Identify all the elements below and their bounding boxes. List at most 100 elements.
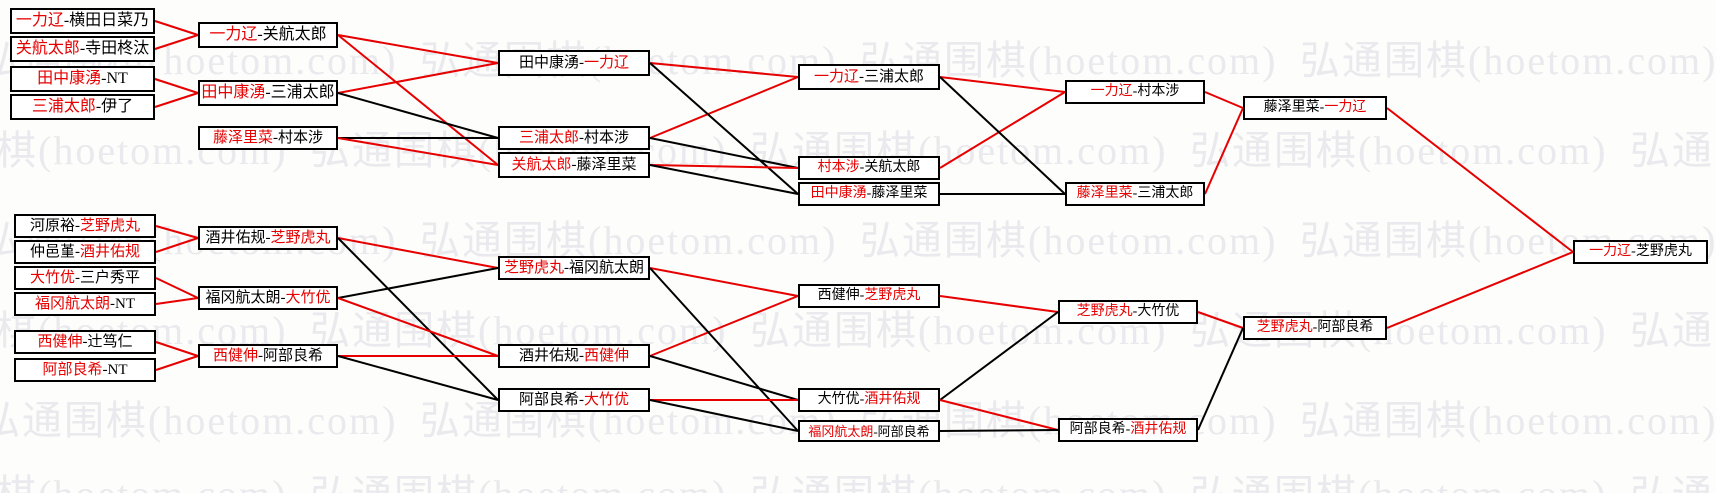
match-label: 芝野虎丸-大竹优: [1077, 305, 1180, 319]
player-separator: -: [1132, 186, 1138, 201]
watermark-text: 弘通围棋(hoetom.com): [1300, 38, 1716, 83]
match-node[interactable]: 酒井佑规-芝野虎丸: [198, 226, 338, 250]
player-winner: 福冈航太朗: [34, 295, 110, 312]
match-node[interactable]: 一力辽-关航太郎: [198, 22, 338, 48]
match-label: 一力辽-横田日菜乃: [16, 13, 149, 29]
player-separator: -: [579, 347, 584, 364]
match-node[interactable]: 芝野虎丸-福冈航太朗: [498, 256, 650, 280]
match-node[interactable]: 村本涉-关航太郎: [798, 156, 940, 180]
match-label: 田中康湧-NT: [37, 71, 128, 87]
match-node[interactable]: 田中康湧-一力辽: [498, 50, 650, 76]
player-winner: 酒井佑规: [864, 392, 921, 407]
match-node[interactable]: 福冈航太朗-大竹优: [198, 286, 338, 310]
match-node[interactable]: 藤泽里菜-村本涉: [198, 126, 338, 150]
match-node[interactable]: 河原裕-芝野虎丸: [14, 214, 156, 238]
player-separator: -: [1132, 84, 1138, 99]
player-separator: -: [571, 156, 577, 173]
watermark-text: 弘通围棋(hoetom.com): [0, 398, 398, 443]
match-node[interactable]: 酒井佑规-西健伸: [498, 344, 650, 368]
connector-line: [154, 34, 199, 50]
match-node[interactable]: 田中康湧-NT: [10, 66, 155, 92]
match-node[interactable]: 福冈航太朗-NT: [14, 292, 156, 316]
player-separator: -: [95, 98, 102, 115]
player-winner: 大竹优: [285, 289, 331, 306]
match-node[interactable]: 三浦太郎-村本涉: [498, 126, 650, 150]
connector-line: [939, 311, 1059, 401]
player-winner: 一力辽: [1090, 84, 1133, 99]
match-node[interactable]: 阿部良希-NT: [14, 358, 156, 382]
match-node[interactable]: 一力辽-芝野虎丸: [1573, 240, 1708, 264]
player-winner: 村本涉: [817, 160, 860, 175]
player-separator: -: [79, 40, 86, 57]
player-winner: 阿部良希: [42, 361, 103, 378]
player-loser: NT: [115, 295, 135, 312]
player-separator: -: [75, 243, 80, 260]
match-node[interactable]: 一力辽-三浦太郎: [798, 64, 940, 90]
player-winner: 西健伸: [584, 347, 630, 364]
match-label: 三浦太郎-伊了: [32, 99, 133, 115]
match-node[interactable]: 仲邑堇-酒井佑规: [14, 240, 156, 264]
match-label: 西健伸-阿部良希: [213, 348, 323, 364]
player-loser: 村本涉: [278, 129, 324, 146]
player-loser: 阿部良希: [1069, 422, 1126, 437]
match-label: 仲邑堇-酒井佑规: [30, 243, 140, 260]
connector-line: [337, 355, 499, 401]
player-separator: -: [873, 423, 878, 439]
connector-line: [939, 76, 1066, 195]
match-node[interactable]: 西健伸-阿部良希: [198, 344, 338, 368]
match-label: 福冈航太朗-大竹优: [205, 289, 331, 306]
match-node[interactable]: 芝野虎丸-阿部良希: [1243, 316, 1387, 340]
player-winner: 关航太郎: [15, 40, 80, 57]
match-node[interactable]: 田中康湧-三浦太郎: [198, 80, 338, 106]
player-winner: 芝野虎丸: [270, 229, 331, 246]
match-node[interactable]: 大竹优-酒井佑规: [798, 388, 940, 412]
player-loser: 阿部良希: [518, 391, 579, 408]
match-node[interactable]: 阿部良希-大竹优: [498, 388, 650, 412]
watermark-text: 弘通围棋(hoetom.com): [1300, 398, 1716, 443]
player-loser: 藤泽里菜: [576, 156, 637, 173]
match-node[interactable]: 一力辽-村本涉: [1065, 80, 1205, 104]
match-label: 一力辽-关航太郎: [209, 27, 326, 43]
connector-line: [155, 225, 199, 239]
connector-line: [337, 137, 499, 166]
connector-line: [155, 237, 199, 253]
match-node[interactable]: 大竹优-三户秀平: [14, 266, 156, 290]
connector-line: [337, 92, 499, 139]
player-loser: 大竹优: [1137, 304, 1180, 319]
match-node[interactable]: 藤泽里菜-三浦太郎: [1065, 182, 1205, 206]
player-winner: 关航太郎: [511, 156, 572, 173]
player-winner: 一力辽: [1324, 100, 1367, 115]
watermark-text: 弘通围棋(hoetom.com): [1630, 308, 1716, 353]
player-loser: 关航太郎: [864, 160, 921, 175]
watermark-text: 弘通围棋(hoetom.com): [1190, 462, 1608, 493]
player-separator: -: [75, 217, 80, 234]
match-node[interactable]: 田中康湧-藤泽里菜: [798, 182, 940, 206]
connector-line: [155, 277, 199, 299]
match-node[interactable]: 芝野虎丸-大竹优: [1058, 300, 1198, 324]
match-label: 酒井佑规-芝野虎丸: [205, 229, 331, 246]
match-node[interactable]: 三浦太郎-伊了: [10, 94, 155, 120]
match-node[interactable]: 西健伸-芝野虎丸: [798, 284, 940, 308]
connector-line: [649, 267, 799, 432]
connector-line: [649, 164, 799, 169]
player-winner: 芝野虎丸: [864, 288, 921, 303]
player-separator: -: [1125, 422, 1131, 437]
player-loser: 三户秀平: [80, 269, 141, 286]
player-separator: -: [859, 392, 865, 407]
match-node[interactable]: 关航太郎-藤泽里菜: [498, 152, 650, 178]
player-separator: -: [257, 26, 263, 43]
connector-line: [1204, 107, 1244, 195]
connector-line: [154, 20, 199, 36]
player-loser: 三浦太郎: [1137, 186, 1194, 201]
match-node[interactable]: 藤泽里菜-一力辽: [1243, 96, 1387, 120]
match-node[interactable]: 西健伸-辻笃仁: [14, 330, 156, 354]
match-label: 芝野虎丸-阿部良希: [1257, 321, 1374, 335]
match-node[interactable]: 一力辽-横田日菜乃: [10, 8, 155, 34]
match-node[interactable]: 关航太郎-寺田柊汰: [10, 36, 155, 62]
player-loser: 福冈航太朗: [205, 289, 281, 306]
player-winner: 一力辽: [584, 54, 630, 71]
match-node[interactable]: 福冈航太朗-阿部良希: [798, 420, 940, 442]
player-loser: 福冈航太朗: [569, 259, 645, 276]
match-node[interactable]: 阿部良希-酒井佑规: [1058, 418, 1198, 442]
match-label: 酒井佑规-西健伸: [519, 347, 630, 364]
